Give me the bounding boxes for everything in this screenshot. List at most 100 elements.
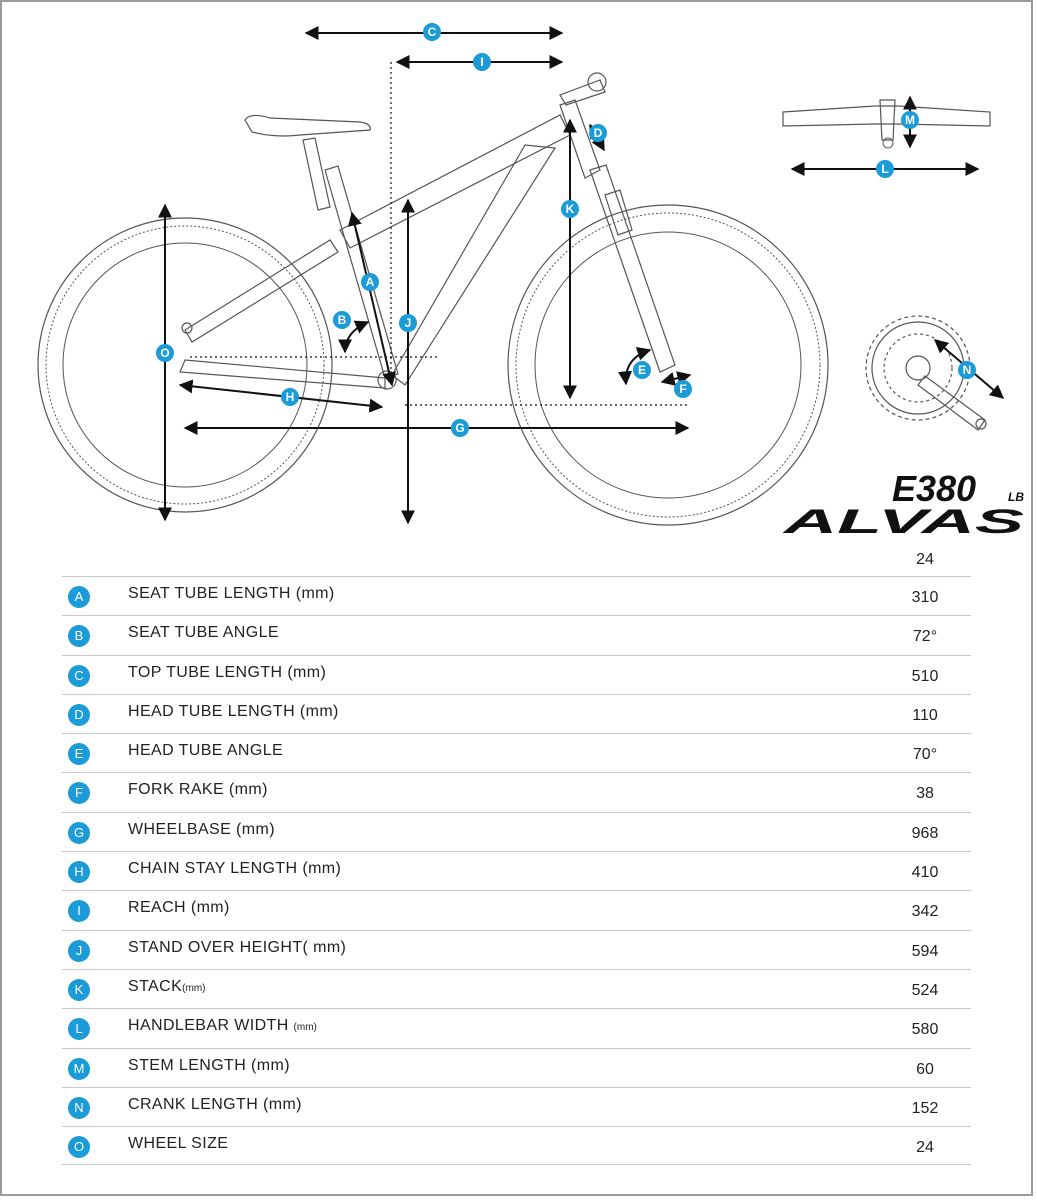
spec-value: 70° bbox=[912, 746, 938, 764]
bike-frame bbox=[179, 72, 676, 390]
spec-label: REACH (mm) bbox=[128, 899, 230, 917]
spec-label-text: WHEEL SIZE bbox=[128, 1135, 229, 1153]
spec-label: SEAT TUBE ANGLE bbox=[128, 624, 279, 642]
spec-row: K STACK(mm) 524 bbox=[62, 968, 971, 1008]
spec-label-text: SEAT TUBE LENGTH (mm) bbox=[128, 585, 335, 602]
spec-row: E HEAD TUBE ANGLE 70° bbox=[62, 733, 971, 772]
spec-label: TOP TUBE LENGTH (mm) bbox=[128, 664, 326, 682]
spec-label-text: WHEELBASE (mm) bbox=[128, 820, 275, 838]
spec-label: FORK RAKE (mm) bbox=[128, 781, 268, 799]
logo-brand-name: ALVAS bbox=[782, 503, 1025, 541]
spec-key-badge: O bbox=[68, 1136, 90, 1159]
spec-row: F FORK RAKE (mm) 38 bbox=[62, 772, 971, 811]
spec-row: L HANDLEBAR WIDTH (mm) 580 bbox=[62, 1008, 971, 1047]
spec-label: SEAT TUBE LENGTH (mm) bbox=[128, 585, 335, 603]
svg-text:F: F bbox=[679, 382, 686, 396]
diagram-label-b: B bbox=[333, 311, 351, 329]
spec-key-badge: G bbox=[68, 821, 90, 844]
diagram-label-n: N bbox=[958, 361, 976, 379]
diagram-label-j: J bbox=[399, 314, 417, 332]
spec-value: 594 bbox=[911, 942, 939, 960]
spec-value: 342 bbox=[911, 903, 939, 921]
spec-value: 110 bbox=[912, 706, 938, 724]
brand-logo: E380 LB ALVAS bbox=[782, 468, 1025, 541]
spec-label-text: SEAT TUBE ANGLE bbox=[128, 624, 279, 642]
spec-label-text: CRANK LENGTH (mm) bbox=[128, 1095, 302, 1113]
spec-key-badge: D bbox=[68, 703, 90, 726]
spec-label: WHEELBASE (mm) bbox=[128, 821, 275, 839]
spec-value: 24 bbox=[916, 1139, 934, 1157]
logo-model-suffix: LB bbox=[1008, 490, 1024, 504]
spec-key-badge: N bbox=[68, 1096, 90, 1119]
spec-label-text: HANDLEBAR WIDTH bbox=[128, 1017, 294, 1035]
spec-label-text: CHAIN STAY LENGTH (mm) bbox=[128, 860, 342, 878]
spec-key-badge: I bbox=[68, 900, 90, 923]
svg-text:N: N bbox=[963, 363, 972, 377]
spec-key-badge: L bbox=[68, 1018, 90, 1041]
spec-label: STAND OVER HEIGHT( mm) bbox=[128, 939, 346, 957]
spec-row: D HEAD TUBE LENGTH (mm) 110 bbox=[62, 693, 971, 733]
svg-text:J: J bbox=[405, 316, 412, 330]
bike-geometry-diagram: C I D K A B J O E F H G M L N bbox=[37, 23, 1005, 526]
svg-text:C: C bbox=[428, 25, 437, 39]
diagram-label-e: E bbox=[633, 361, 651, 379]
svg-text:L: L bbox=[881, 162, 888, 176]
diagram-label-badges: C I D K A B J O E F H G M L N bbox=[156, 23, 976, 437]
spec-key-badge: E bbox=[68, 743, 90, 766]
spec-key-badge: A bbox=[68, 586, 90, 608]
spec-label: HEAD TUBE ANGLE bbox=[128, 742, 283, 760]
spec-label-text: STAND OVER HEIGHT( mm) bbox=[128, 938, 347, 956]
spec-label-text: TOP TUBE LENGTH (mm) bbox=[128, 663, 327, 681]
spec-value: 60 bbox=[916, 1060, 934, 1078]
spec-value: 580 bbox=[911, 1021, 939, 1039]
spec-row: H CHAIN STAY LENGTH (mm) 410 bbox=[62, 851, 971, 890]
rear-wheel bbox=[37, 217, 333, 513]
spec-label: HANDLEBAR WIDTH (mm) bbox=[128, 1017, 317, 1035]
diagram-label-g: G bbox=[451, 419, 469, 437]
spec-value: 524 bbox=[911, 981, 939, 999]
handlebar-detail bbox=[782, 95, 991, 176]
spec-label: STEM LENGTH (mm) bbox=[128, 1057, 290, 1075]
spec-row: J STAND OVER HEIGHT( mm) 594 bbox=[62, 929, 971, 969]
svg-text:G: G bbox=[455, 421, 464, 435]
spec-key-badge: F bbox=[68, 782, 90, 805]
svg-text:M: M bbox=[905, 113, 915, 127]
spec-key-badge: M bbox=[68, 1057, 90, 1080]
diagram-label-m: M bbox=[901, 111, 919, 129]
spec-label: STACK(mm) bbox=[128, 978, 205, 996]
diagram-label-d: D bbox=[589, 124, 607, 142]
chainring-detail bbox=[865, 315, 1005, 431]
spec-key-badge: H bbox=[68, 861, 90, 884]
spec-key-badge: K bbox=[68, 978, 90, 1001]
spec-label: CRANK LENGTH (mm) bbox=[128, 1096, 302, 1114]
spec-label-unit: (mm) bbox=[182, 982, 206, 994]
guide-lines bbox=[190, 62, 690, 406]
diagram-label-a: A bbox=[361, 273, 379, 291]
spec-value: 72° bbox=[912, 628, 938, 646]
diagram-label-k: K bbox=[561, 200, 579, 218]
spec-value: 38 bbox=[916, 785, 934, 803]
spec-value: 410 bbox=[911, 864, 939, 882]
svg-text:D: D bbox=[594, 126, 603, 140]
diagram-label-f: F bbox=[674, 380, 692, 398]
spec-label-text: FORK RAKE (mm) bbox=[128, 781, 268, 799]
spec-label-text: REACH (mm) bbox=[128, 899, 230, 917]
spec-value: 152 bbox=[911, 1099, 939, 1117]
diagram-label-o: O bbox=[156, 344, 174, 362]
front-wheel bbox=[507, 204, 829, 526]
logo-model: E380 bbox=[892, 468, 976, 509]
spec-label-text: HEAD TUBE LENGTH (mm) bbox=[128, 702, 339, 720]
spec-label-text: STEM LENGTH (mm) bbox=[128, 1056, 290, 1074]
spec-label: WHEEL SIZE bbox=[128, 1135, 228, 1153]
svg-text:H: H bbox=[286, 390, 295, 404]
diagram-label-l: L bbox=[876, 160, 894, 178]
svg-text:E: E bbox=[638, 363, 646, 377]
svg-text:A: A bbox=[366, 275, 375, 289]
spec-key-badge: J bbox=[68, 939, 90, 962]
size-column-header: 24 bbox=[916, 551, 934, 568]
